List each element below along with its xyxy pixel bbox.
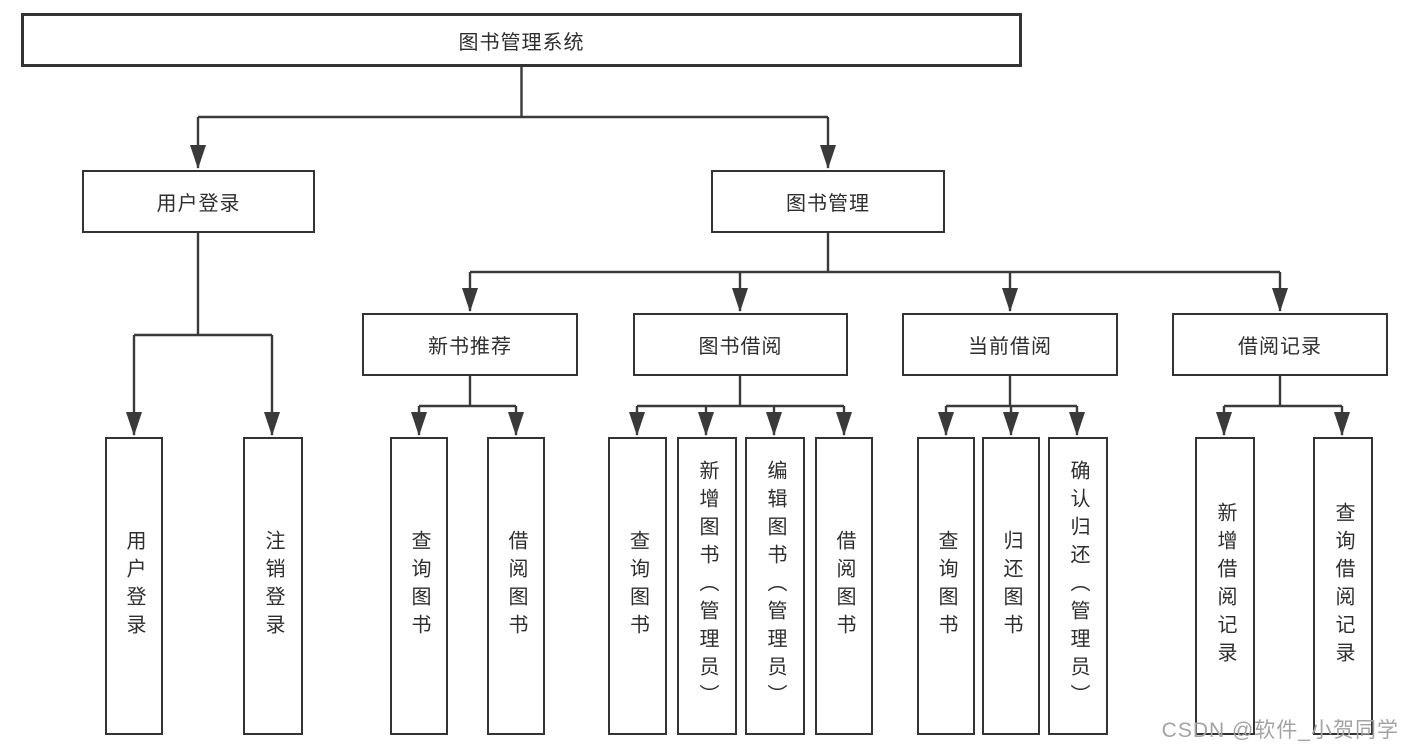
leaf-return-book: 归还图书 (982, 437, 1040, 735)
connector-borrow-records (1216, 376, 1350, 436)
leaf-borrow-books-1: 借阅图书 (487, 437, 545, 735)
node-label: 查询借阅记录 (1332, 502, 1354, 670)
node-label: 图书借阅 (698, 336, 783, 358)
connector-new-book-recommend (411, 376, 524, 436)
connector-root (190, 67, 836, 169)
node-label: 图书管理系统 (458, 31, 585, 54)
node-book-management: 图书管理 (711, 170, 945, 233)
node-label: 借阅图书 (833, 530, 855, 642)
node-label: 用户登录 (123, 530, 145, 642)
node-book-borrow: 图书借阅 (633, 313, 848, 376)
leaf-add-book-admin: 新增图书（管理员） (677, 437, 737, 735)
node-new-book-recommend: 新书推荐 (362, 313, 578, 376)
node-label: 新书推荐 (428, 336, 512, 358)
node-label: 借阅图书 (505, 530, 527, 642)
connector-book-borrow (629, 376, 852, 436)
leaf-add-borrow-record: 新增借阅记录 (1195, 437, 1255, 735)
connector-user-login (126, 233, 280, 436)
connector-current-borrow (938, 376, 1085, 436)
node-borrow-records: 借阅记录 (1172, 313, 1388, 376)
node-label: 新增图书（管理员） (696, 460, 718, 712)
node-label: 用户登录 (156, 193, 241, 215)
leaf-user-login: 用户登录 (105, 437, 163, 735)
node-label: 查询图书 (408, 530, 430, 642)
leaf-query-books-3: 查询图书 (917, 437, 975, 735)
node-label: 查询图书 (626, 530, 649, 642)
node-label: 当前借阅 (968, 336, 1052, 358)
leaf-query-books-1: 查询图书 (390, 437, 448, 735)
node-user-login: 用户登录 (82, 170, 315, 233)
leaf-logout: 注销登录 (243, 437, 303, 735)
node-label: 图书管理 (786, 193, 870, 215)
node-root: 图书管理系统 (21, 13, 1022, 67)
csdn-watermark: CSDN @软件_小贺同学 (1161, 719, 1399, 742)
node-label: 归还图书 (1000, 530, 1022, 642)
node-label: 新增借阅记录 (1214, 502, 1236, 670)
node-label: 借阅记录 (1238, 336, 1322, 358)
node-label: 注销登录 (262, 530, 284, 642)
leaf-query-books-2: 查询图书 (608, 437, 667, 735)
leaf-edit-book-admin: 编辑图书（管理员） (745, 437, 805, 735)
node-label: 编辑图书（管理员） (764, 460, 786, 712)
connector-book-management (462, 233, 1288, 312)
node-current-borrow: 当前借阅 (902, 313, 1118, 376)
leaf-query-borrow-record: 查询借阅记录 (1313, 437, 1373, 735)
leaf-borrow-books-2: 借阅图书 (815, 437, 873, 735)
leaf-confirm-return-admin: 确认归还（管理员） (1048, 437, 1108, 735)
node-label: 确认归还（管理员） (1067, 460, 1089, 712)
node-label: 查询图书 (935, 530, 957, 642)
